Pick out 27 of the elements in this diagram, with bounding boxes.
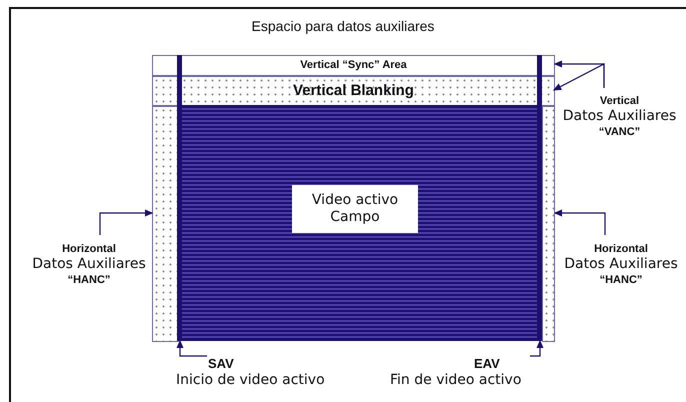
timing-bar — [537, 55, 542, 341]
leader-line — [530, 340, 544, 357]
label-text: “HANC” — [68, 274, 110, 288]
label-text: Inicio de video activo — [176, 372, 325, 390]
heading-text: EAV — [474, 356, 500, 372]
label-text: “VANC” — [598, 126, 640, 140]
ancillary-strip — [152, 106, 179, 342]
label-text: Fin de video activo — [390, 372, 522, 390]
ancillary-strip — [542, 106, 555, 342]
label-text: Vertical Blanking — [293, 82, 414, 100]
heading-text: SAV — [208, 356, 234, 372]
label-text: Datos Auxiliares — [562, 108, 676, 126]
blanking-band — [152, 76, 555, 106]
leader-line — [554, 209, 606, 235]
heading-text: Horizontal — [594, 242, 648, 256]
label-box — [292, 185, 418, 233]
label-text: “HANC” — [600, 274, 642, 288]
leader-line — [176, 340, 207, 357]
label-text: Vertical “Sync” Area — [300, 58, 407, 72]
area-band — [152, 55, 555, 76]
heading-text: Horizontal — [62, 242, 116, 256]
diagram-title: Espacio para datos auxiliares — [250, 18, 436, 34]
label-text: Datos Auxiliares — [564, 256, 678, 274]
label-text: Video activo Campo — [310, 192, 400, 226]
leader-line — [99, 209, 154, 235]
heading-text: Vertical — [600, 94, 640, 108]
label-text: Datos Auxiliares — [32, 256, 146, 274]
